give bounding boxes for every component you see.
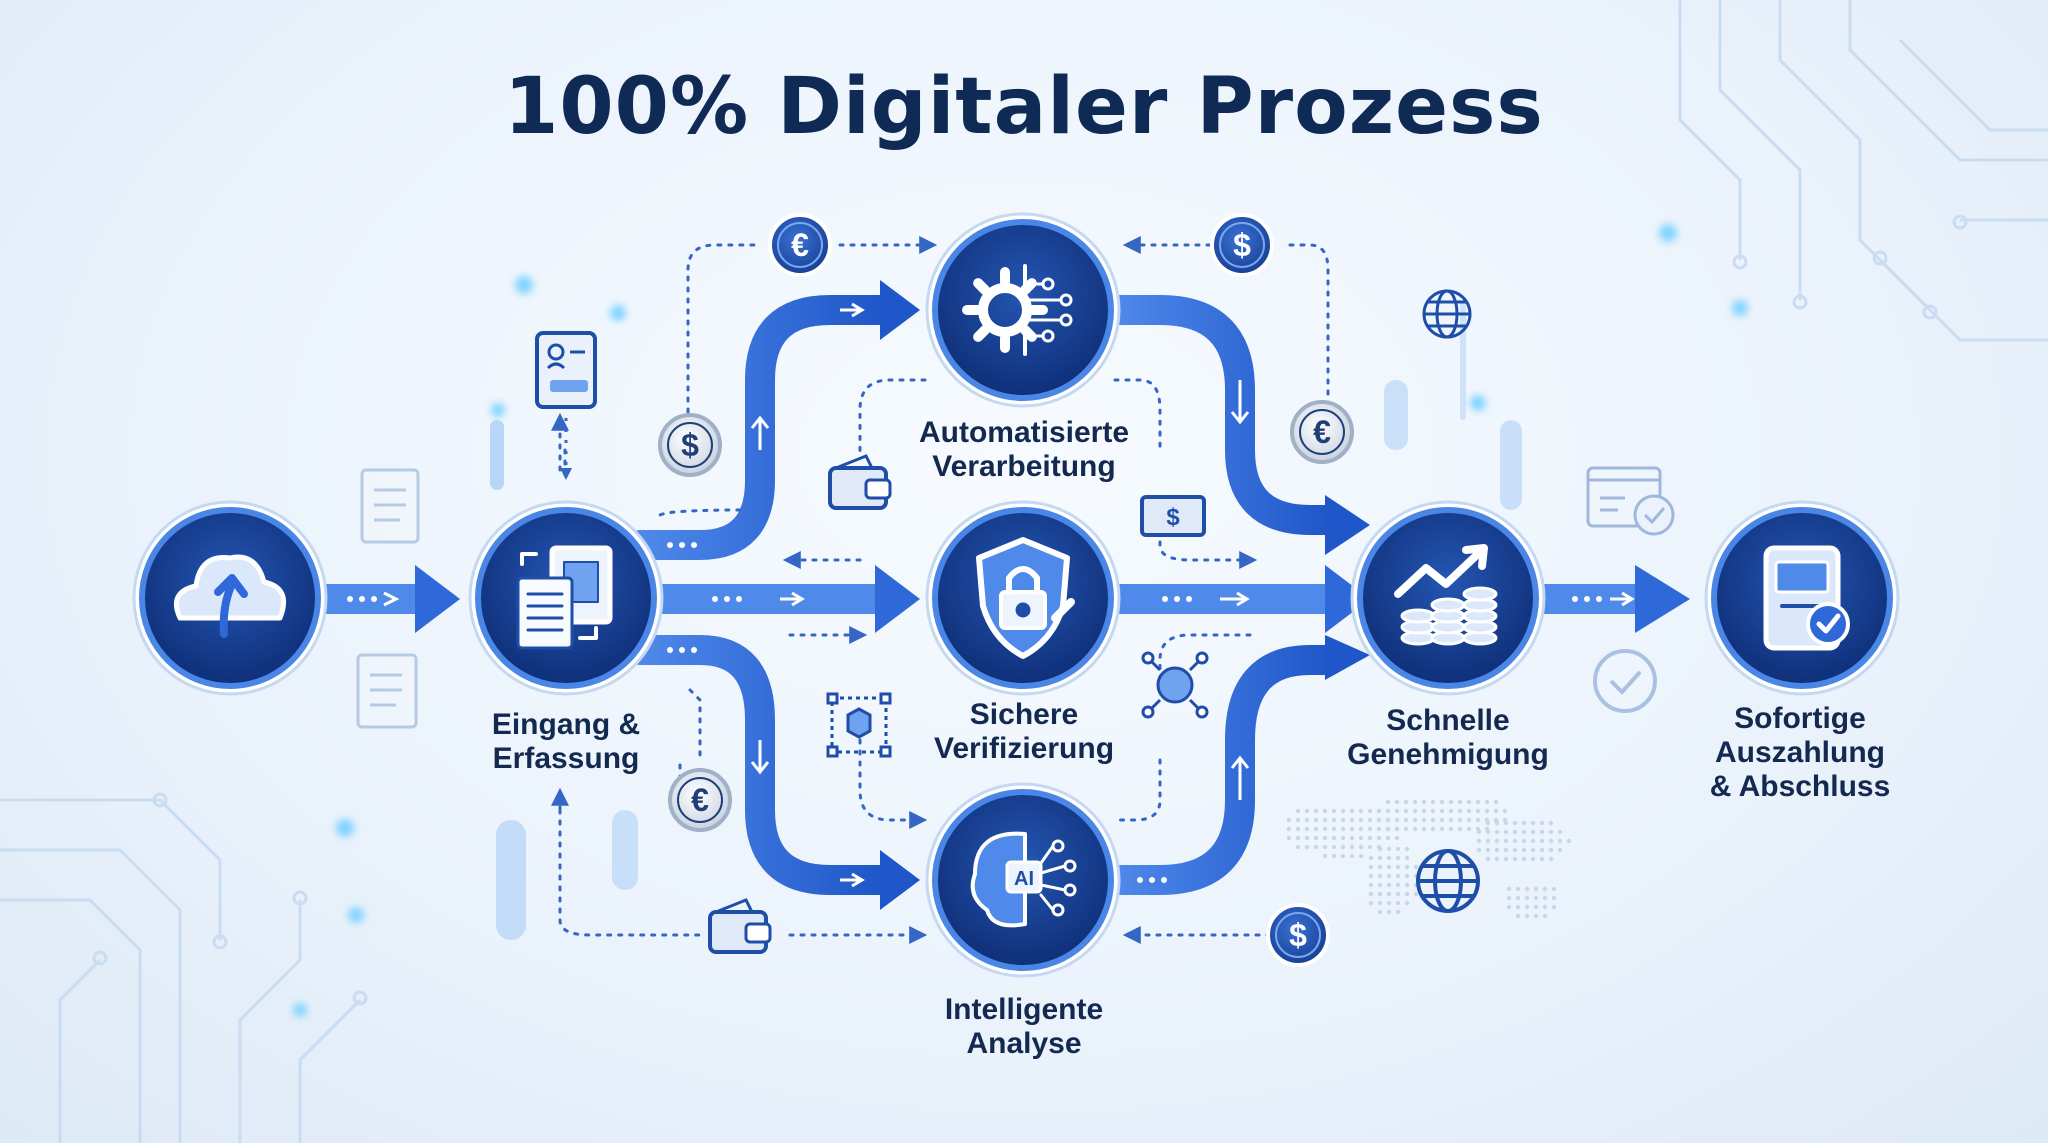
svg-text:€: €: [1313, 414, 1331, 450]
document-icon-top: [535, 331, 597, 480]
label-intake-line2: Erfassung: [492, 742, 640, 775]
svg-text:$: $: [1233, 227, 1251, 263]
network-lock-icon: [1141, 651, 1209, 719]
label-verification: Sichere Verifizierung: [894, 698, 1154, 766]
label-processing-line1: Automatisierte: [918, 416, 1130, 449]
page-title: 100% Digitaler Prozess: [504, 62, 1544, 152]
arrow-heads: [880, 280, 1370, 910]
label-analysis-line1: Intelligente: [944, 993, 1104, 1026]
globe-icon-bottom: [1416, 849, 1480, 913]
flow-arrow-intake-to-analysis: [625, 635, 895, 895]
label-payout-line3: & Abschluss: [1709, 770, 1891, 803]
label-processing: Automatisierte Verarbeitung: [894, 416, 1154, 484]
node-intake: [468, 500, 664, 696]
tablet-check-icon: [1763, 545, 1850, 651]
label-payout: Sofortige Auszahlung & Abschluss: [1670, 702, 1930, 804]
circuit-decoration-top-right: [1678, 0, 2048, 342]
dollar-coin-icon: $: [658, 413, 722, 477]
label-payout-line2: Auszahlung: [1715, 736, 1885, 769]
label-intake-line1: Eingang &: [491, 708, 641, 741]
world-map-dots: [1286, 799, 1572, 919]
globe-icon-top: [1422, 289, 1472, 339]
dotted-connectors: [551, 236, 1330, 944]
euro-coin-icon: €: [768, 213, 832, 277]
flow-arrow-intake-to-processing: [625, 295, 895, 560]
dollar-coin-icon: $: [1266, 903, 1330, 967]
svg-text:€: €: [791, 227, 809, 263]
node-payout: [1704, 500, 1900, 696]
label-verification-line1: Sichere: [969, 698, 1079, 731]
shield-lock-icon: [976, 537, 1075, 659]
document-icon-faded: [356, 468, 420, 729]
check-circle-icon-faded: [1593, 649, 1657, 713]
label-intake: Eingang & Erfassung: [436, 708, 696, 776]
euro-coin-icon: €: [668, 768, 732, 832]
node-approval: [1350, 500, 1546, 696]
label-verification-line2: Verifizierung: [933, 732, 1115, 765]
node-upload: [132, 500, 328, 696]
cloud-upload-icon: [174, 554, 286, 638]
gear-circuit-icon: [962, 264, 1073, 356]
svg-text:$: $: [681, 427, 699, 463]
label-approval-line1: Schnelle: [1386, 704, 1510, 737]
brain-ai-icon: AI: [970, 831, 1077, 928]
browser-check-icon: [1586, 466, 1675, 536]
wallet-icon: [828, 454, 892, 510]
blockchain-cube-icon: [826, 692, 892, 758]
svg-text:€: €: [691, 782, 709, 818]
label-processing-line2: Verarbeitung: [932, 450, 1116, 483]
arrow-dash-marks: [347, 302, 1635, 888]
coin-icons: € $ $ € € $: [658, 213, 1354, 967]
node-analysis: AI: [925, 782, 1121, 978]
node-processing: [925, 212, 1121, 408]
wallet-icon-bottom: [708, 898, 772, 954]
node-verification: [925, 500, 1121, 696]
documents-icon: [516, 545, 613, 650]
chart-coins-icon: [1394, 544, 1498, 646]
ai-badge-text: AI: [1014, 868, 1034, 890]
label-approval: Schnelle Genehmigung: [1318, 704, 1578, 772]
circuit-decoration-bottom-left: [0, 792, 368, 1143]
euro-coin-icon: €: [1290, 400, 1354, 464]
svg-text:$: $: [1289, 917, 1307, 953]
light-bars: [490, 300, 1522, 940]
banknote-icon: $: [1140, 495, 1206, 537]
label-analysis-line2: Analyse: [966, 1027, 1082, 1060]
dollar-coin-icon: $: [1210, 213, 1274, 277]
label-payout-line1: Sofortige: [1734, 702, 1866, 735]
label-analysis: Intelligente Analyse: [894, 993, 1154, 1061]
banknote-dollar-symbol: $: [1166, 504, 1180, 531]
glow-dots: [293, 224, 1748, 1017]
label-approval-line2: Genehmigung: [1347, 738, 1549, 771]
